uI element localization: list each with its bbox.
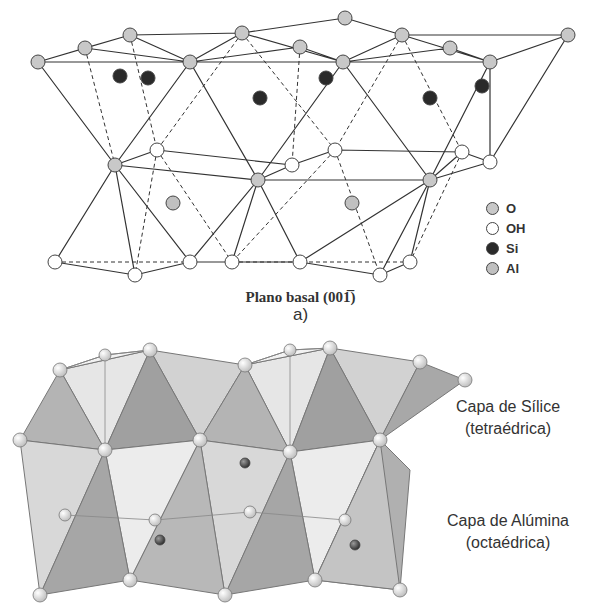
legend-swatch	[486, 202, 499, 215]
legend: O OH SiAl	[486, 198, 586, 278]
legend-text: O	[506, 201, 516, 216]
legend-text: OH	[506, 221, 526, 236]
legend-swatch	[486, 222, 499, 235]
legend-row: O	[486, 198, 586, 218]
legend-text: Al	[506, 261, 519, 276]
legend-swatch	[486, 242, 499, 255]
legend-row: Al	[486, 258, 586, 278]
legend-row: OH	[486, 218, 586, 238]
panel-letter: a)	[0, 304, 601, 327]
legend-row: Si	[486, 238, 586, 258]
layer-label: Capa de Sílice (tetraédrica)	[428, 396, 588, 439]
legend-text: Si	[506, 241, 518, 256]
plane-label: Plano basal (001̅)	[0, 287, 601, 307]
legend-swatch	[486, 262, 499, 275]
layer-label: Capa de Alúmina (octaédrica)	[428, 510, 588, 553]
